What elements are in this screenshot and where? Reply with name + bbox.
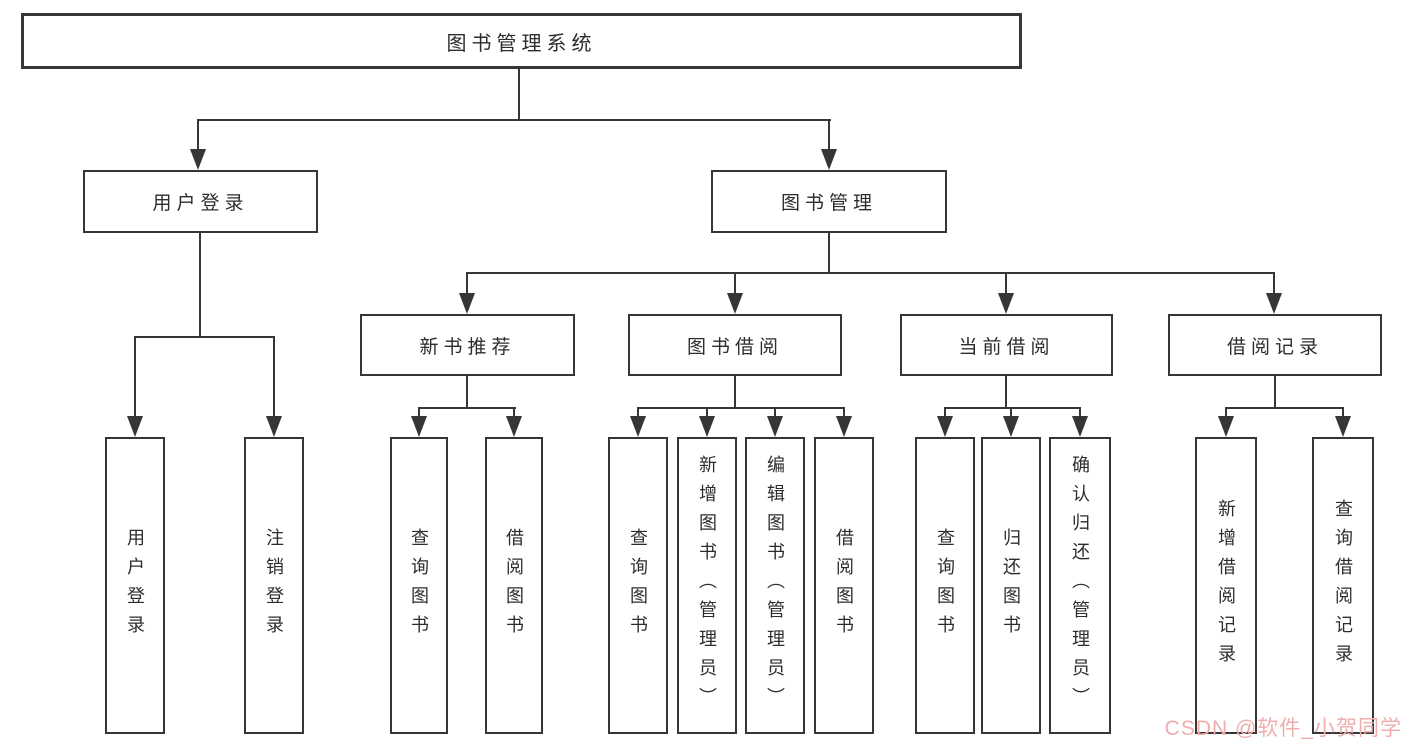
leaf-current-return: 归还图书	[981, 437, 1041, 734]
leaf-borrow-add: 新增图书（管理员）	[677, 437, 737, 734]
arrow-down-icon	[411, 416, 427, 437]
node-user-login-label: 用户登录	[152, 193, 249, 214]
connector-borrow-record-drop	[1342, 407, 1344, 419]
node-book-borrow-label: 图书借阅	[686, 336, 783, 358]
leaf-newbook-query: 查询图书	[390, 437, 448, 734]
csdn-watermark: CSDN @软件_小贺同学	[1164, 717, 1402, 740]
connector-borrow-record-trunk	[1274, 375, 1276, 409]
leaf-borrow-query: 查询图书	[608, 437, 668, 734]
arrow-down-icon	[1335, 416, 1351, 437]
node-book-mgmt-label: 图书管理	[780, 193, 877, 214]
arrow-down-icon	[266, 416, 282, 437]
connector-new-book-split	[418, 407, 516, 409]
connector-book-mgmt-drop	[734, 272, 736, 296]
connector-current-borrow-trunk	[1005, 375, 1007, 409]
connector-book-mgmt-split	[466, 272, 1275, 274]
node-new-book: 新书推荐	[360, 314, 575, 376]
arrow-down-icon	[1266, 293, 1282, 314]
connector-book-mgmt-drop	[1273, 272, 1275, 296]
arrow-down-icon	[937, 416, 953, 437]
connector-user-login-drop	[273, 336, 275, 418]
connector-book-borrow-drop	[706, 407, 708, 419]
node-root: 图书管理系统	[21, 13, 1022, 69]
node-book-mgmt: 图书管理	[711, 170, 947, 233]
connector-new-book-trunk	[466, 375, 468, 409]
leaf-borrow-edit: 编辑图书（管理员）	[745, 437, 805, 734]
connector-borrow-record-drop	[1225, 407, 1227, 419]
node-root-label: 图书管理系统	[446, 32, 597, 55]
arrow-down-icon	[1072, 416, 1088, 437]
connector-new-book-drop	[418, 407, 420, 419]
leaf-user-login: 用户登录	[105, 437, 165, 734]
node-user-login: 用户登录	[83, 170, 318, 233]
leaf-record-add: 新增借阅记录	[1195, 437, 1257, 734]
connector-book-borrow-trunk	[734, 375, 736, 409]
connector-root-split	[197, 119, 831, 121]
node-current-borrow: 当前借阅	[900, 314, 1113, 376]
connector-book-borrow-drop	[774, 407, 776, 419]
connector-current-borrow-drop	[944, 407, 946, 419]
connector-current-borrow-drop	[1010, 407, 1012, 419]
node-new-book-label: 新书推荐	[419, 336, 516, 358]
node-borrow-record-label: 借阅记录	[1226, 336, 1323, 358]
leaf-current-query: 查询图书	[915, 437, 975, 734]
arrow-down-icon	[127, 416, 143, 437]
leaf-current-return-label: 归还图书	[1001, 527, 1021, 644]
leaf-record-query: 查询借阅记录	[1312, 437, 1374, 734]
connector-book-borrow-drop	[843, 407, 845, 419]
node-borrow-record: 借阅记录	[1168, 314, 1382, 376]
connector-user-login-trunk	[199, 232, 201, 338]
connector-new-book-drop	[513, 407, 515, 419]
leaf-logout: 注销登录	[244, 437, 304, 734]
leaf-current-query-label: 查询图书	[935, 527, 955, 644]
leaf-user-login-label: 用户登录	[125, 527, 145, 644]
arrow-down-icon	[1003, 416, 1019, 437]
connector-book-borrow-drop	[637, 407, 639, 419]
leaf-borrow-edit-label: 编辑图书（管理员）	[765, 455, 785, 716]
leaf-newbook-borrow: 借阅图书	[485, 437, 543, 734]
arrow-down-icon	[459, 293, 475, 314]
connector-current-borrow-split	[944, 407, 1081, 409]
arrow-down-icon	[190, 149, 206, 170]
connector-user-login-drop	[134, 336, 136, 418]
connector-borrow-record-split	[1225, 407, 1344, 409]
leaf-newbook-query-label: 查询图书	[409, 527, 429, 644]
arrow-down-icon	[1218, 416, 1234, 437]
connector-user-login-split	[134, 336, 275, 338]
connector-root-right-drop	[828, 119, 830, 152]
leaf-current-confirm: 确认归还（管理员）	[1049, 437, 1111, 734]
arrow-down-icon	[767, 416, 783, 437]
leaf-newbook-borrow-label: 借阅图书	[504, 527, 524, 644]
connector-root-trunk	[518, 68, 520, 121]
leaf-borrow-query-label: 查询图书	[628, 527, 648, 644]
arrow-down-icon	[506, 416, 522, 437]
leaf-borrow-borrow-label: 借阅图书	[834, 527, 854, 644]
connector-book-mgmt-drop	[466, 272, 468, 296]
node-current-borrow-label: 当前借阅	[958, 336, 1055, 358]
leaf-record-query-label: 查询借阅记录	[1333, 498, 1353, 673]
connector-current-borrow-drop	[1079, 407, 1081, 419]
leaf-borrow-add-label: 新增图书（管理员）	[697, 455, 717, 716]
arrow-down-icon	[699, 416, 715, 437]
leaf-borrow-borrow: 借阅图书	[814, 437, 874, 734]
connector-book-mgmt-trunk	[828, 232, 830, 274]
arrow-down-icon	[727, 293, 743, 314]
arrow-down-icon	[630, 416, 646, 437]
arrow-down-icon	[821, 149, 837, 170]
connector-book-borrow-split	[637, 407, 845, 409]
leaf-logout-label: 注销登录	[264, 527, 284, 644]
leaf-record-add-label: 新增借阅记录	[1216, 498, 1236, 673]
arrow-down-icon	[998, 293, 1014, 314]
node-book-borrow: 图书借阅	[628, 314, 842, 376]
connector-root-left-drop	[197, 119, 199, 152]
arrow-down-icon	[836, 416, 852, 437]
connector-book-mgmt-drop	[1005, 272, 1007, 296]
leaf-current-confirm-label: 确认归还（管理员）	[1070, 455, 1090, 716]
